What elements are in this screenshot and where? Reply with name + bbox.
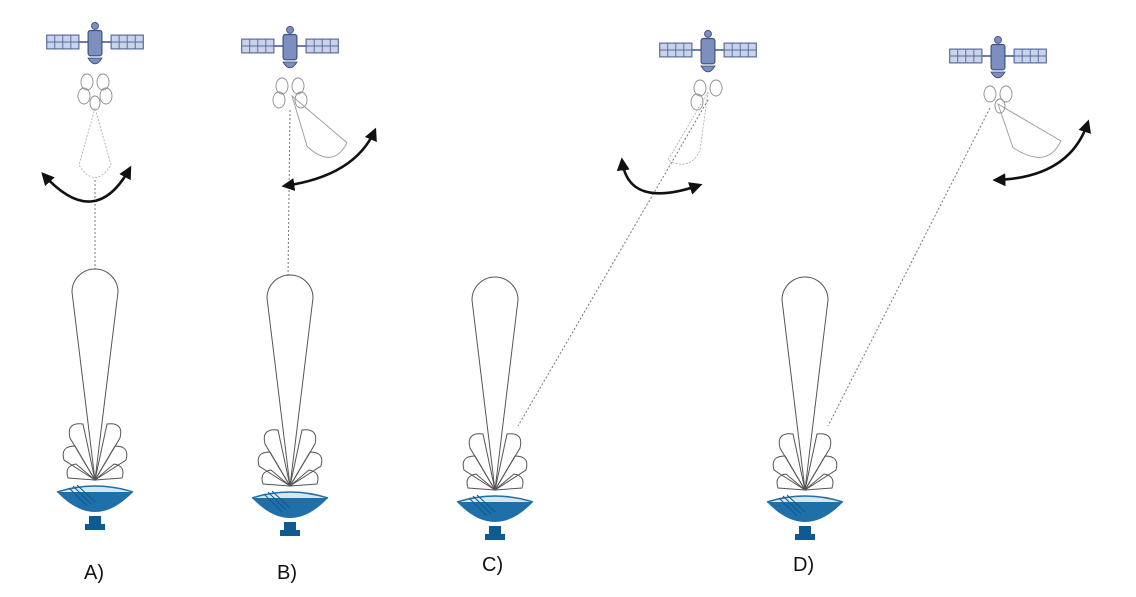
ground-beam-pattern — [62, 268, 128, 481]
ground-beam-pattern — [772, 276, 838, 491]
satellite-icon — [241, 25, 339, 69]
panel-b: B) — [241, 25, 377, 584]
satellite-icon — [659, 29, 757, 73]
satellite-beam-pattern — [983, 85, 1062, 158]
beam-steer-arrow — [992, 119, 1091, 187]
beam-steer-arrow — [281, 127, 377, 191]
panel-a: A) — [41, 21, 144, 584]
satellite-icon — [46, 21, 144, 65]
ground-dish-icon — [251, 490, 329, 536]
ground-dish-icon — [766, 494, 844, 540]
panel-label-a: A) — [84, 562, 104, 584]
line-of-sight — [287, 109, 291, 278]
ground-beam-pattern — [257, 274, 323, 487]
beam-steer-arrow — [41, 165, 132, 203]
ground-dish-icon — [56, 484, 134, 530]
satellite-beam-pattern — [77, 73, 113, 178]
panel-d: D) — [766, 35, 1091, 576]
line-of-sight — [827, 107, 991, 427]
panel-c: C) — [456, 29, 757, 576]
panel-label-c: C) — [482, 554, 503, 576]
panel-label-d: D) — [793, 554, 814, 576]
ground-beam-pattern — [462, 276, 528, 491]
line-of-sight — [517, 99, 709, 427]
panel-label-b: B) — [277, 562, 297, 584]
satellite-beam-pattern — [272, 77, 348, 158]
satellite-icon — [949, 35, 1047, 79]
ground-dish-icon — [456, 494, 534, 540]
beam-steer-arrow — [616, 157, 703, 195]
